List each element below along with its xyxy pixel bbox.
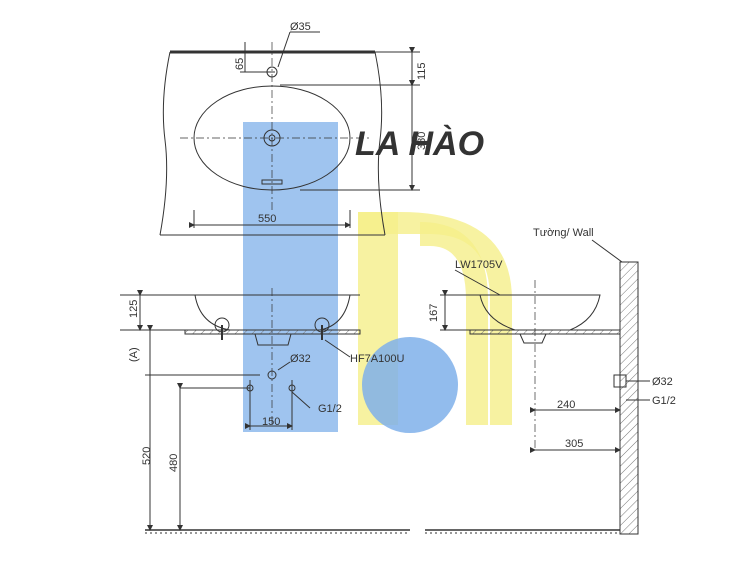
watermark-text: LA HÀO (355, 125, 484, 163)
dim-pipe: G1/2 (318, 403, 342, 415)
side-view (425, 239, 650, 535)
watermark-blue-circle (362, 337, 458, 433)
top-view (159, 31, 420, 236)
dim-hole-offset: 65 (234, 58, 246, 70)
dim-width: 550 (258, 213, 276, 225)
label-drain-model: HF7A100U (350, 353, 404, 365)
dim-spacing: 150 (262, 416, 280, 428)
dim-305: 305 (565, 438, 583, 450)
label-wall: Tường/ Wall (533, 227, 594, 239)
dim-top-to-center: 115 (416, 62, 428, 80)
watermark-blue-bar (243, 122, 338, 432)
dim-hole: Ø35 (290, 21, 311, 33)
watermark-yellow-arch-2 (420, 222, 488, 425)
dim-side-height: 167 (428, 304, 440, 322)
dim-drain: Ø32 (290, 353, 311, 365)
dim-depth: 380 (416, 132, 428, 150)
wall (619, 261, 639, 535)
dim-240: 240 (557, 399, 575, 411)
dim-height: 125 (128, 300, 140, 318)
front-view (120, 288, 410, 534)
watermark: LA HÀO (243, 122, 512, 433)
drain-front (267, 370, 277, 380)
dim-side-pipe: G1/2 (652, 395, 676, 407)
label-model: LW1705V (455, 259, 503, 271)
dim-total: 520 (141, 447, 153, 465)
dim-mount: (A) (128, 347, 140, 362)
dim-floor: 480 (168, 454, 180, 472)
dim-side-drain: Ø32 (652, 376, 673, 388)
